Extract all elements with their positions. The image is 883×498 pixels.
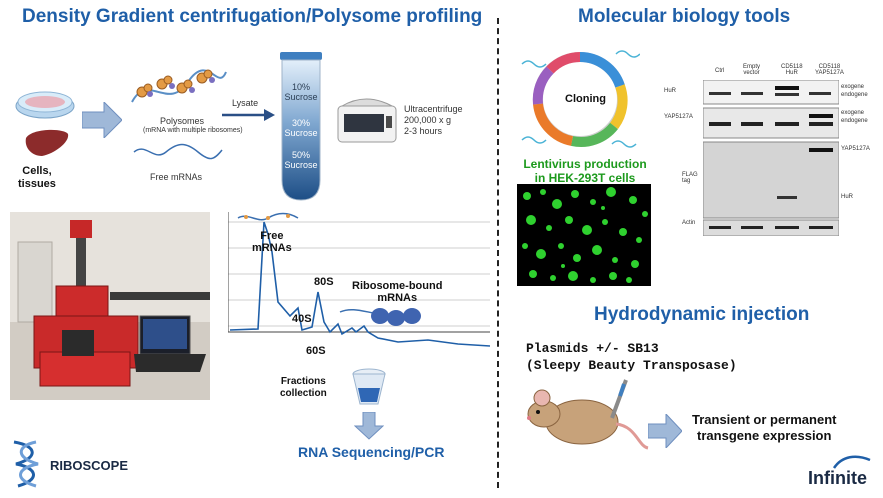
blot-tag-exogene-2: exogene xyxy=(841,110,865,116)
blot-tag-endogene-2: endogene xyxy=(841,118,868,124)
cloning-label: Cloning xyxy=(565,93,606,105)
ultracentrifuge-icon xyxy=(337,98,397,143)
blot-row-actin: Actin xyxy=(682,220,696,226)
blot-col-hur: CD5118 HuR xyxy=(781,64,803,76)
rna-sequencing-label: RNA Sequencing/PCR xyxy=(298,444,445,460)
infinite-logo-icon xyxy=(832,455,871,469)
60s-peak-label: 60S xyxy=(306,345,326,357)
lentivirus-label: Lentivirus production in HEK-293T cells xyxy=(523,157,647,185)
petri-dish-icon xyxy=(15,91,75,119)
infinite-logo-text: Infinite xyxy=(808,468,867,488)
right-arrow-icon xyxy=(648,414,682,448)
sucrose-30-name: Sucrose xyxy=(284,128,318,138)
blot-row-hur: HuR xyxy=(664,88,677,94)
transgene-label: Transient or permanent transgene express… xyxy=(692,412,837,443)
collection-cup-icon xyxy=(352,368,386,405)
polysomes-sub-label: (mRNA with multiple ribosomes) xyxy=(143,127,243,134)
40s-peak-label: 40S xyxy=(292,313,312,325)
hek293t-fluorescence-image xyxy=(517,184,651,286)
polysome-profiler-photo xyxy=(10,212,210,400)
plasmids-label: Plasmids +/- SB13 (Sleepy Beauty Transpo… xyxy=(526,341,737,373)
riboscope-logo-icon xyxy=(13,440,39,488)
panel-divider xyxy=(497,18,499,488)
blot-row-flag: FLAG tag xyxy=(682,172,698,184)
blot-tag-hur: HuR xyxy=(841,194,854,200)
ultracentrifuge-label: Ultracentrifuge xyxy=(404,104,463,114)
lysate-arrow-icon xyxy=(222,109,275,121)
blot-col-yap: CD5118 YAP5127A xyxy=(815,64,844,76)
blot-tag-yap: YAP5127A xyxy=(841,146,870,152)
free-mrnas-peak-label: Free mRNAs xyxy=(252,230,292,254)
blot-tag-endogene-1: endogene xyxy=(841,92,868,98)
blot-col-empty: Empty vector xyxy=(743,64,761,76)
free-mrna-icon xyxy=(133,143,223,160)
sucrose-gradient-tube: 10% Sucrose 30% Sucrose 50% Sucrose xyxy=(276,52,326,202)
ultracentrifuge-speed: 200,000 x g xyxy=(404,115,452,125)
right-panel-title: Molecular biology tools xyxy=(578,6,791,27)
sucrose-10-pct: 10% xyxy=(291,82,310,92)
mouse-icon xyxy=(527,379,649,450)
arrow-icon xyxy=(82,102,122,138)
western-blot-image xyxy=(703,80,839,236)
blot-row-yap: YAP5127A xyxy=(664,114,693,120)
polysome-profile-plot xyxy=(228,212,490,347)
fractions-collection-label: Fractions collection xyxy=(280,376,327,399)
down-arrow-icon xyxy=(354,412,384,440)
liver-icon xyxy=(25,129,69,156)
sucrose-10-name: Sucrose xyxy=(284,92,318,102)
cloning-plasmid-icon xyxy=(521,50,640,148)
left-panel-title: Density Gradient centrifugation/Polysome… xyxy=(22,6,483,27)
lysate-label: Lysate xyxy=(232,98,259,108)
hydrodynamic-title: Hydrodynamic injection xyxy=(594,304,810,325)
blot-col-ctrl: Ctrl xyxy=(715,68,725,74)
80s-peak-label: 80S xyxy=(314,276,334,288)
sucrose-30-pct: 30% xyxy=(291,118,310,128)
free-mrnas-label: Free mRNAs xyxy=(150,172,203,182)
riboscope-logo-text: RIBOSCOPE xyxy=(50,458,129,473)
ultracentrifuge-time: 2-3 hours xyxy=(404,126,443,136)
sucrose-50-pct: 50% xyxy=(291,150,310,160)
cells-tissues-label: Cells, tissues xyxy=(18,165,56,190)
ribosome-bound-label: Ribosome-bound mRNAs xyxy=(352,280,443,304)
blot-tag-exogene-1: exogene xyxy=(841,84,865,90)
polysomes-label: Polysomes xyxy=(160,116,205,126)
sucrose-50-name: Sucrose xyxy=(284,160,318,170)
polysome-icon xyxy=(131,69,227,103)
